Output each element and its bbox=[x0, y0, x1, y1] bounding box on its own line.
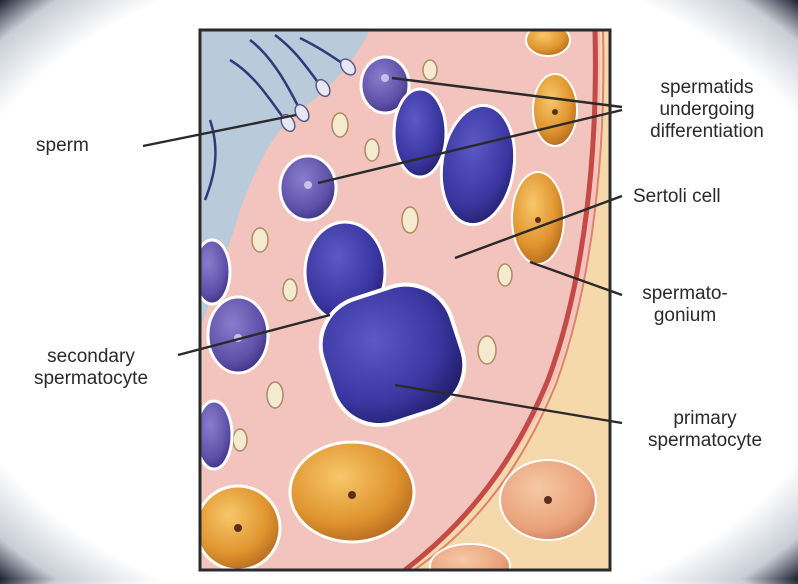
label-sperm: sperm bbox=[36, 135, 89, 157]
label-primary-spermatocyte: primary spermatocyte bbox=[620, 408, 790, 452]
label-spermatids: spermatids undergoing differentiation bbox=[622, 77, 792, 143]
label-secondary-spermatocyte: secondary spermatocyte bbox=[8, 346, 174, 390]
label-spermatogonium: spermato- gonium bbox=[625, 283, 745, 327]
label-sertoli-cell: Sertoli cell bbox=[633, 186, 721, 208]
tubule-cross-section bbox=[194, 24, 610, 579]
